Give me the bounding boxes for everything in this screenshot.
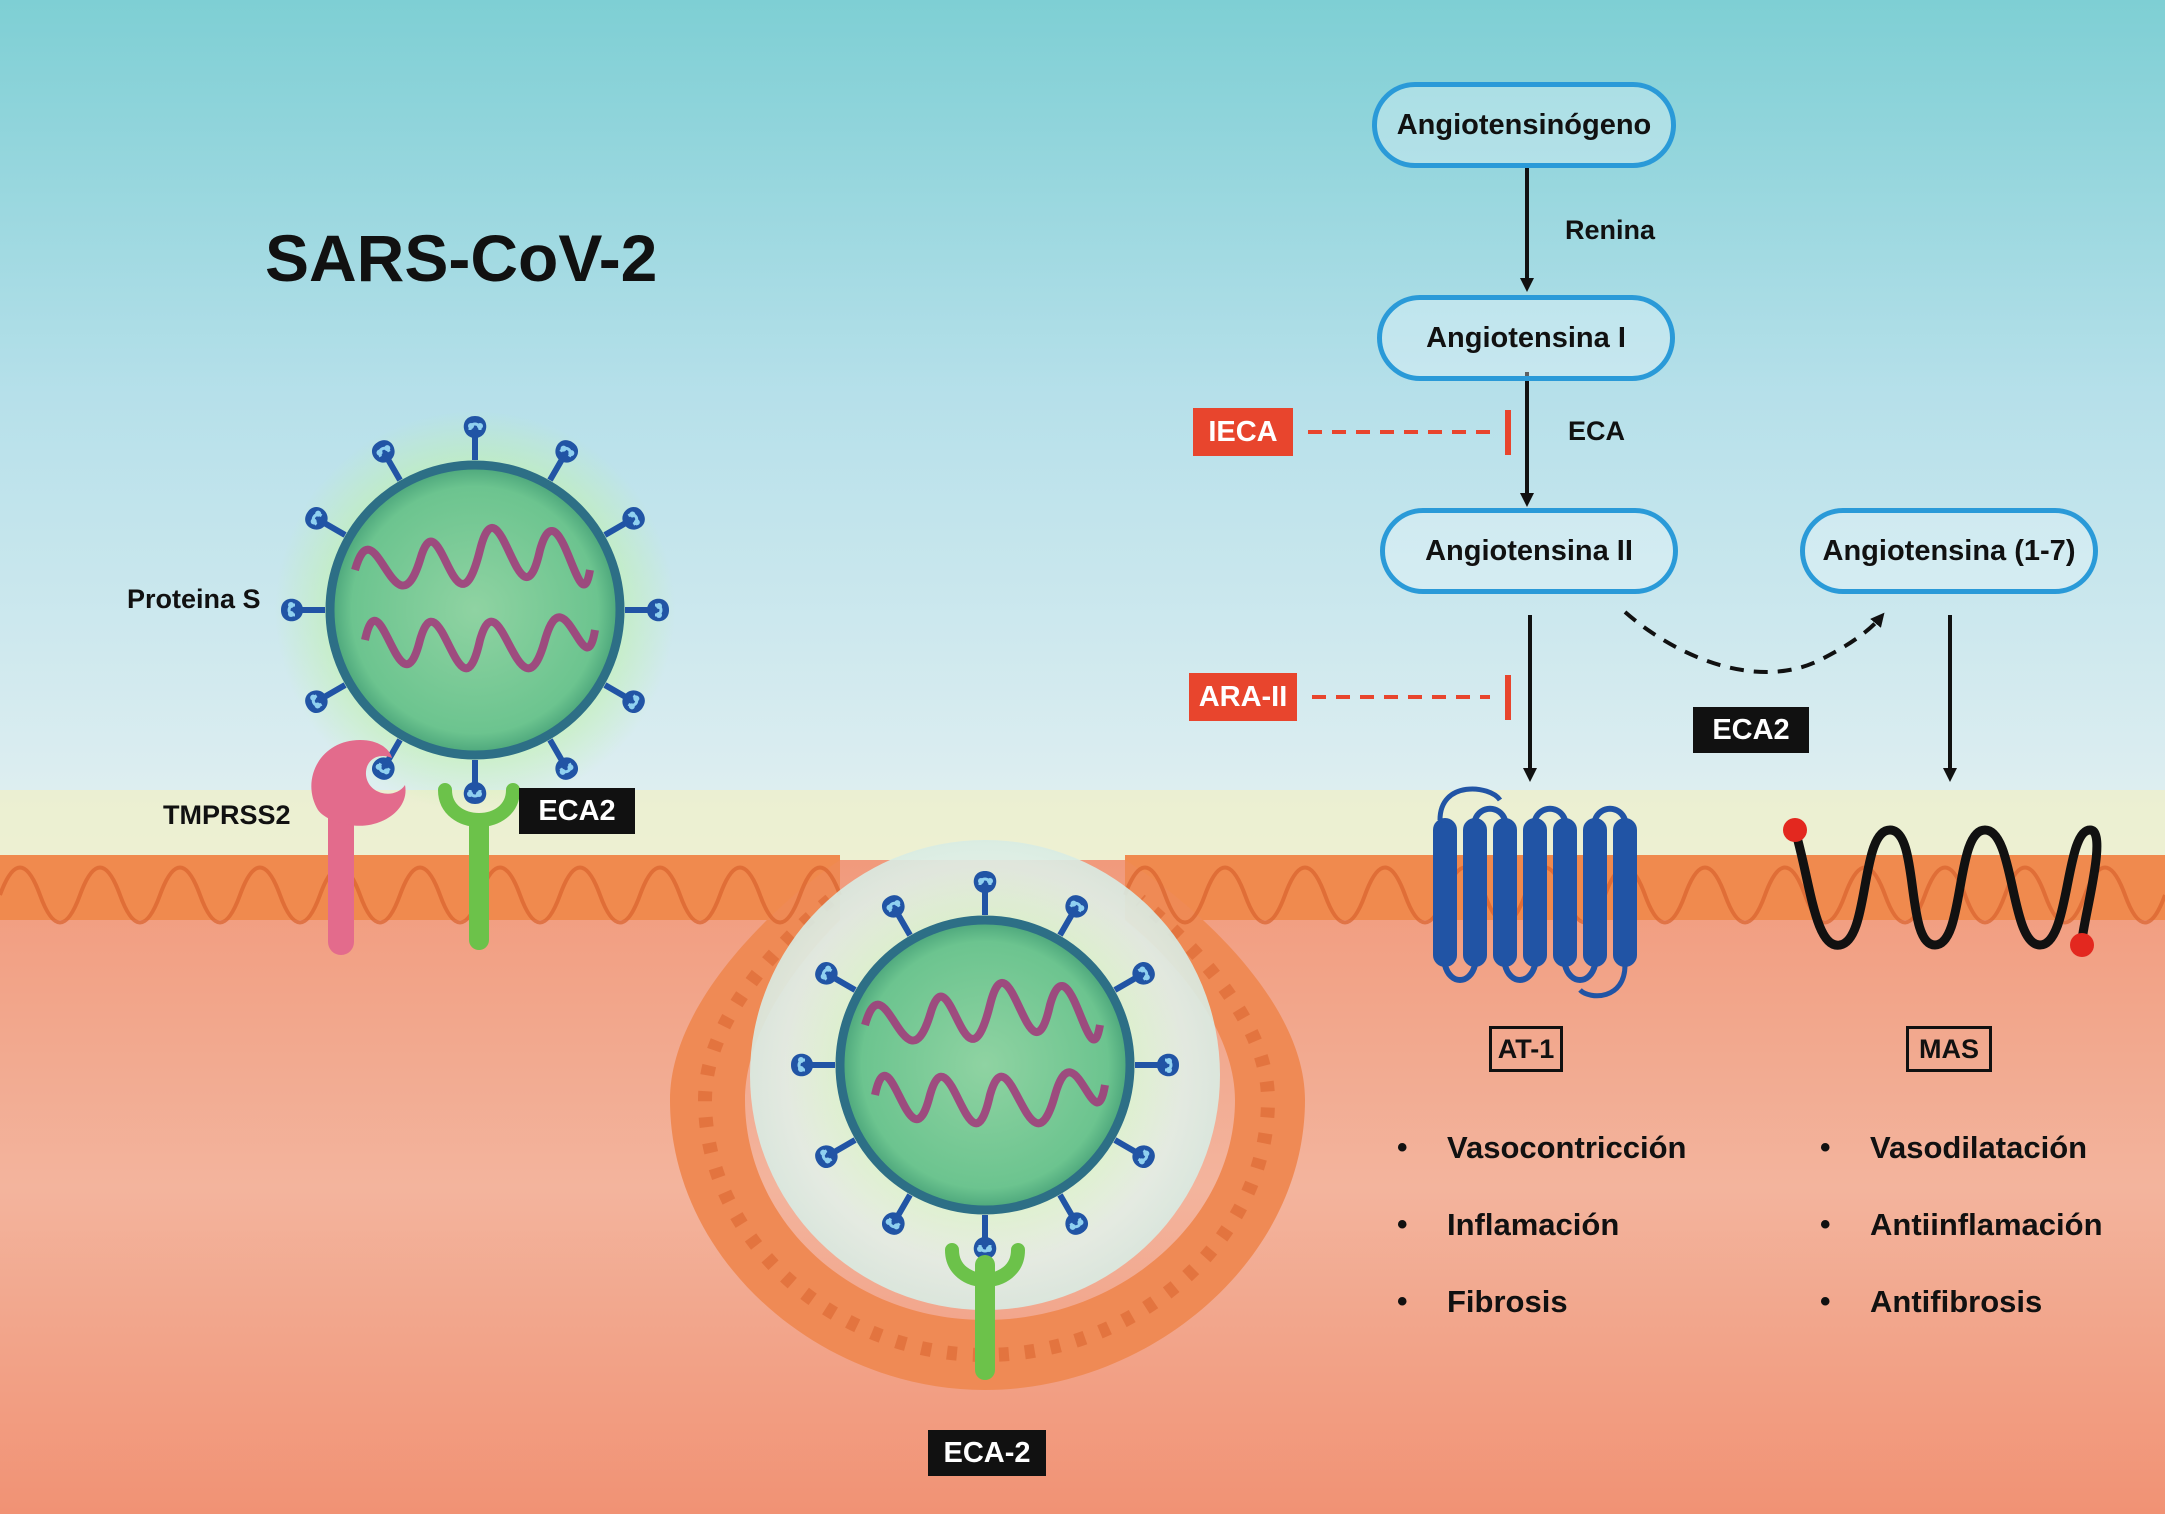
mas-effects-list: Vasodilatación Antiinflamación Antifibro… [1820,1128,2103,1359]
pathway-arrows [1520,168,1957,782]
node-angiotensinogen: Angiotensinógeno [1372,82,1676,168]
tmprss2-protein [311,740,406,955]
ace2-receptor-vesicle [945,1243,1025,1380]
enzyme-renin: Renina [1565,215,1656,245]
effect-item: Fibrosis [1397,1282,1686,1359]
diagram-title: SARS-CoV-2 [265,221,658,295]
eca2-vesicle-tag: ECA-2 [928,1430,1046,1476]
node-angiotensin-1-7: Angiotensina (1-7) [1800,508,2098,594]
node-angiotensin-ii: Angiotensina II [1380,508,1678,594]
effect-item: Antiinflamación [1820,1205,2103,1282]
ace2-receptor-surface [438,783,520,950]
virus-particle-internalized [785,865,1185,1265]
virus-particle-free [275,410,675,810]
enzyme-eca2-tag: ECA2 [1693,707,1809,753]
node-angiotensin-i: Angiotensina I [1377,295,1675,381]
receptor-mas-label: MAS [1906,1026,1992,1072]
receptor-at1-label: AT-1 [1489,1026,1563,1072]
eca2-receptor-tag: ECA2 [519,788,635,834]
inhibitor-lines [1308,410,1511,720]
inhibitor-ara-ii: ARA-II [1189,673,1297,721]
effect-item: Vasocontricción [1397,1128,1686,1205]
at1-effects-list: Vasocontricción Inflamación Fibrosis [1397,1128,1686,1359]
effect-item: Antifibrosis [1820,1282,2103,1359]
at1-receptor [1433,786,1637,999]
mas-receptor [1783,818,2102,957]
spike-protein-label: Proteina S [127,584,261,614]
tmprss2-label: TMPRSS2 [163,800,291,830]
effect-item: Vasodilatación [1820,1128,2103,1205]
enzyme-eca: ECA [1568,416,1626,446]
inhibitor-ieca: IECA [1193,408,1293,456]
effect-item: Inflamación [1397,1205,1686,1282]
